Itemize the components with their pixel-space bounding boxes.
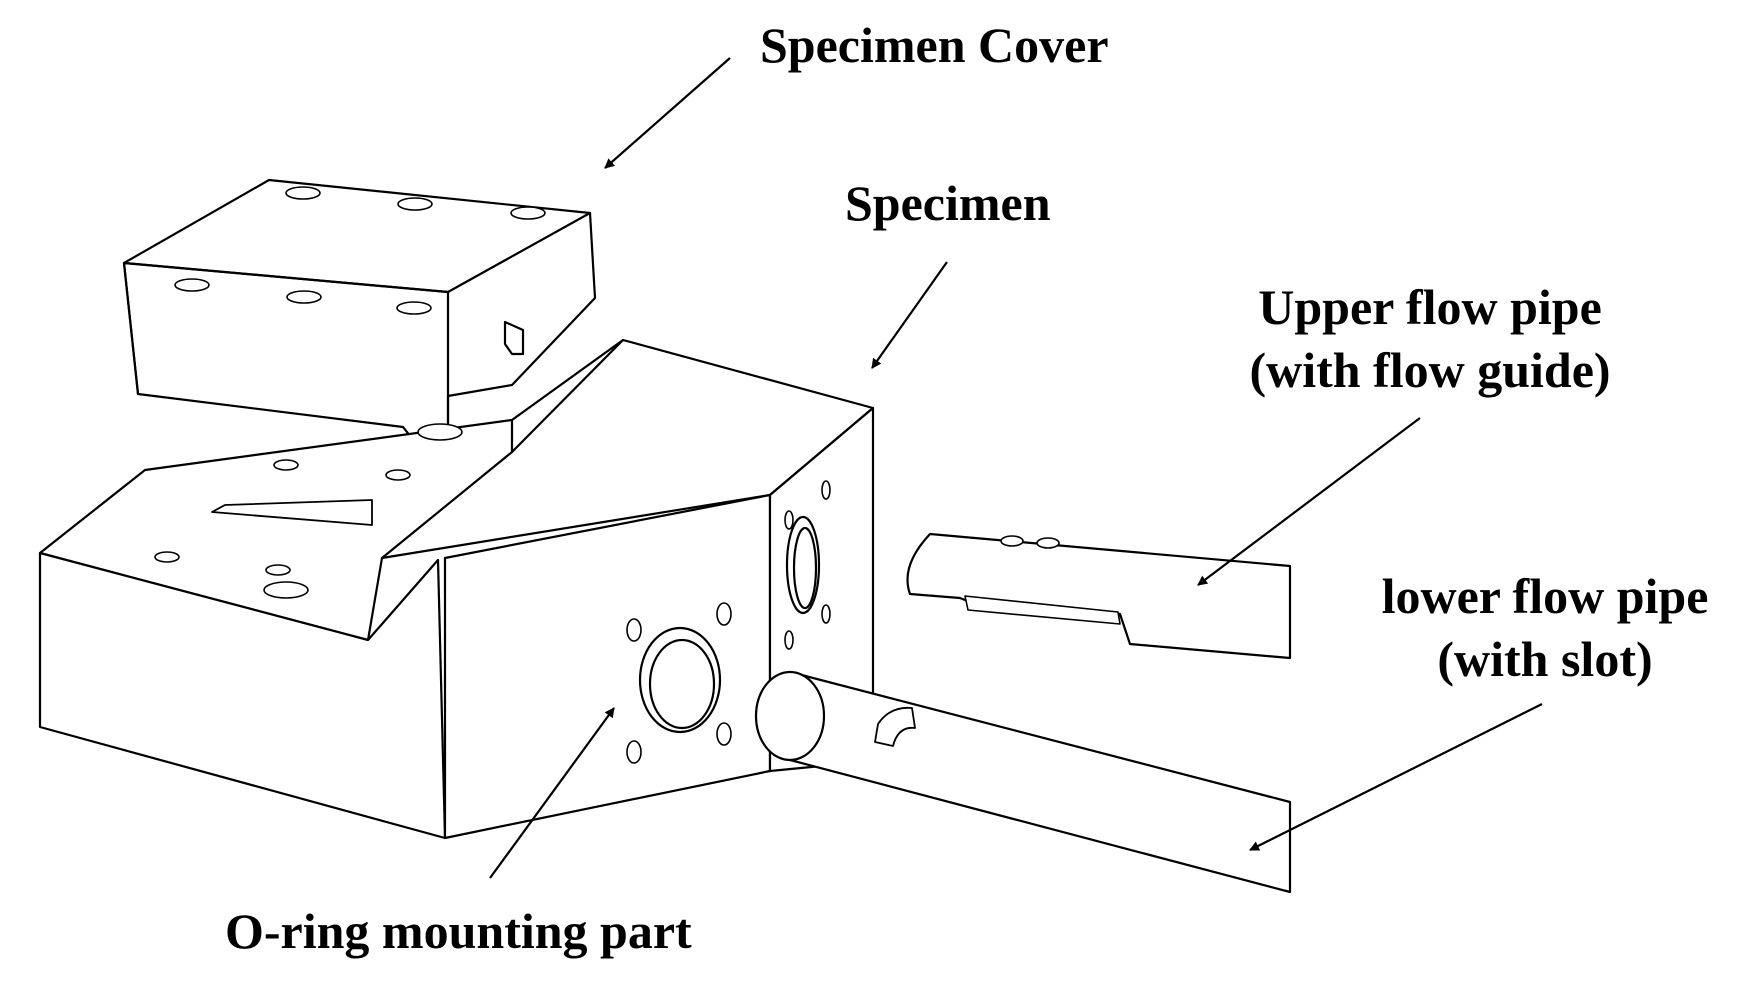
label-upper-flow-pipe-line2: (with flow guide) (1249, 341, 1611, 398)
specimen-block (38, 338, 875, 840)
block-top-holes (154, 423, 463, 599)
cover-bolt-holes (174, 186, 546, 315)
oring-port-side (784, 480, 831, 650)
label-specimen-cover-text: Specimen Cover (760, 17, 1109, 73)
arrow-oring (489, 707, 615, 879)
arrow-lower-flow-pipe (1249, 703, 1543, 851)
lower-flow-pipe (754, 670, 1292, 894)
label-lower-flow-pipe: lower flow pipe (with slot) (1340, 565, 1750, 690)
label-oring-text: O-ring mounting part (225, 903, 692, 959)
label-lower-flow-pipe-line2: (with slot) (1437, 630, 1653, 687)
label-upper-flow-pipe: Upper flow pipe (with flow guide) (1200, 276, 1660, 401)
label-specimen-cover: Specimen Cover (760, 14, 1109, 77)
arrow-specimen (871, 261, 948, 369)
label-upper-flow-pipe-line1: Upper flow pipe (1258, 279, 1602, 335)
label-specimen-text: Specimen (845, 175, 1051, 231)
oring-port-front (626, 602, 732, 764)
arrow-specimen-cover (604, 57, 731, 169)
leader-arrows (489, 57, 1543, 879)
label-lower-flow-pipe-line1: lower flow pipe (1381, 568, 1709, 624)
upper-flow-pipe (906, 532, 1292, 660)
label-oring-mounting-part: O-ring mounting part (225, 900, 692, 963)
label-specimen: Specimen (845, 172, 1051, 235)
specimen-cover (122, 178, 597, 439)
arrow-upper-flow-pipe (1197, 417, 1421, 586)
